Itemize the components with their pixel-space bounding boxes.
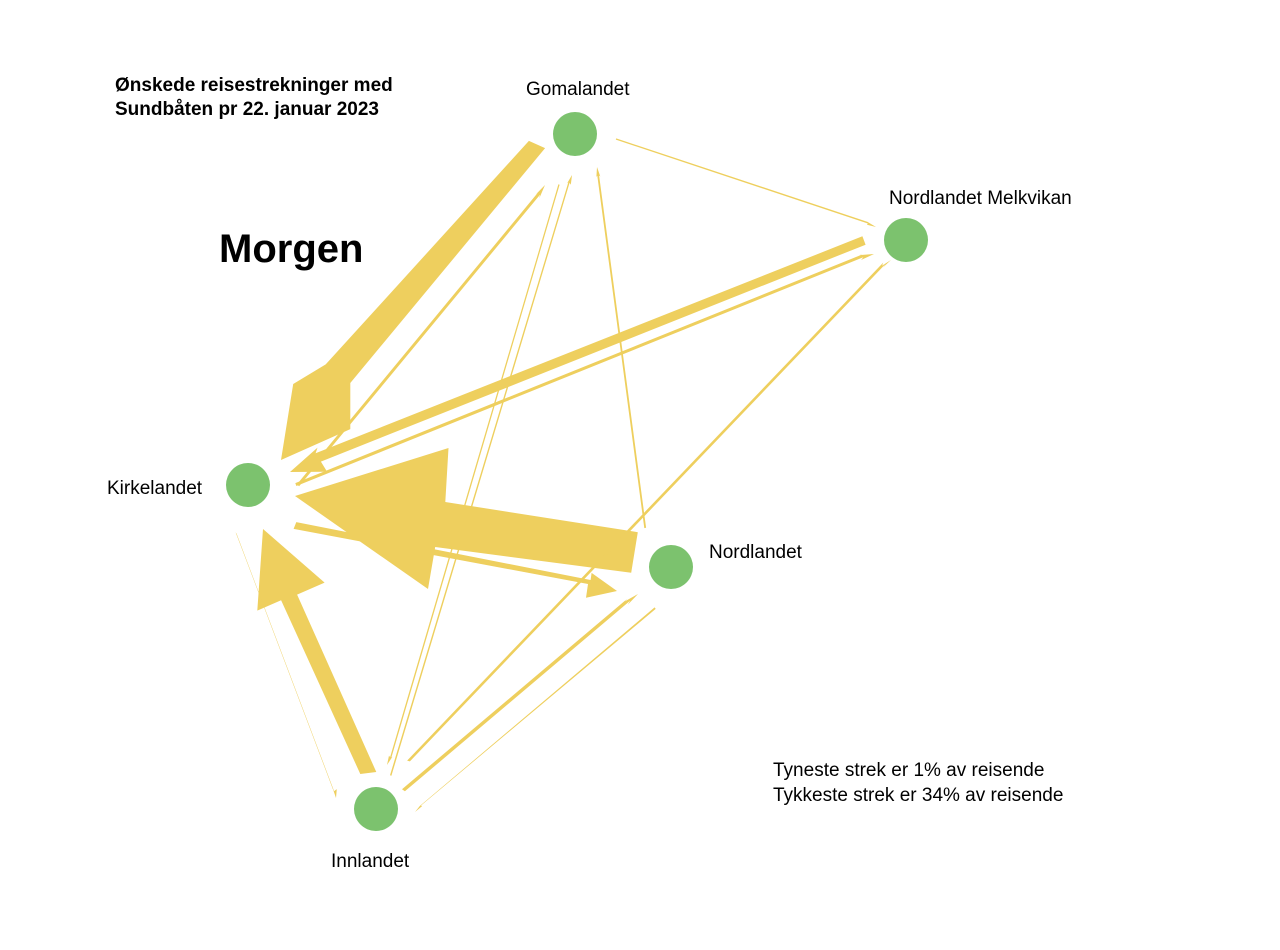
label-gomalandet: Gomalandet [526,79,630,100]
edge-nordlandet-kirkelandet [295,448,638,589]
edge-gomalandet-innlandet [387,184,560,766]
edge-kirkelandet-melkvikan [295,254,874,486]
legend-thinnest: Tyneste strek er 1% av reisende [773,760,1045,781]
edge-nordlandet-gomalandet [596,167,647,529]
node-kirkelandet [226,463,270,507]
edge-gomalandet-melkvikan [615,138,876,227]
edge-innlandet-nordlandet [402,594,638,792]
title-line-2: Sundbåten pr 22. januar 2023 [115,99,379,120]
period-label: Morgen [219,227,364,271]
node-nordlandet-melkvikan [884,218,928,262]
edge-kirkelandet-gomalandet [296,185,545,487]
edge-nordlandet-innlandet [415,607,656,812]
flow-edges [235,138,891,812]
label-kirkelandet: Kirkelandet [107,478,203,499]
label-nordlandet-melkvikan: Nordlandet Melkvikan [889,188,1072,209]
node-innlandet [354,787,398,831]
label-nordlandet: Nordlandet [709,542,802,563]
edge-innlandet-gomalandet [390,175,572,776]
edge-innlandet-kirkelandet [257,529,377,774]
legend-thickest: Tykkeste strek er 34% av reisende [773,785,1064,806]
diagram-title: Ønskede reisestrekninger med Sundbåten p… [115,74,445,122]
edge-gomalandet-kirkelandet [281,140,546,460]
title-line-1: Ønskede reisestrekninger med [115,75,393,96]
node-gomalandet [553,112,597,156]
edge-innlandet-melkvikan [407,260,891,762]
label-innlandet: Innlandet [331,851,410,872]
edge-melkvikan-kirkelandet [290,236,866,472]
edge-kirkelandet-innlandet [235,532,337,798]
node-nordlandet [649,545,693,589]
nodes [226,112,928,831]
thickness-legend: Tyneste strek er 1% av reisende Tykkeste… [773,758,1063,808]
